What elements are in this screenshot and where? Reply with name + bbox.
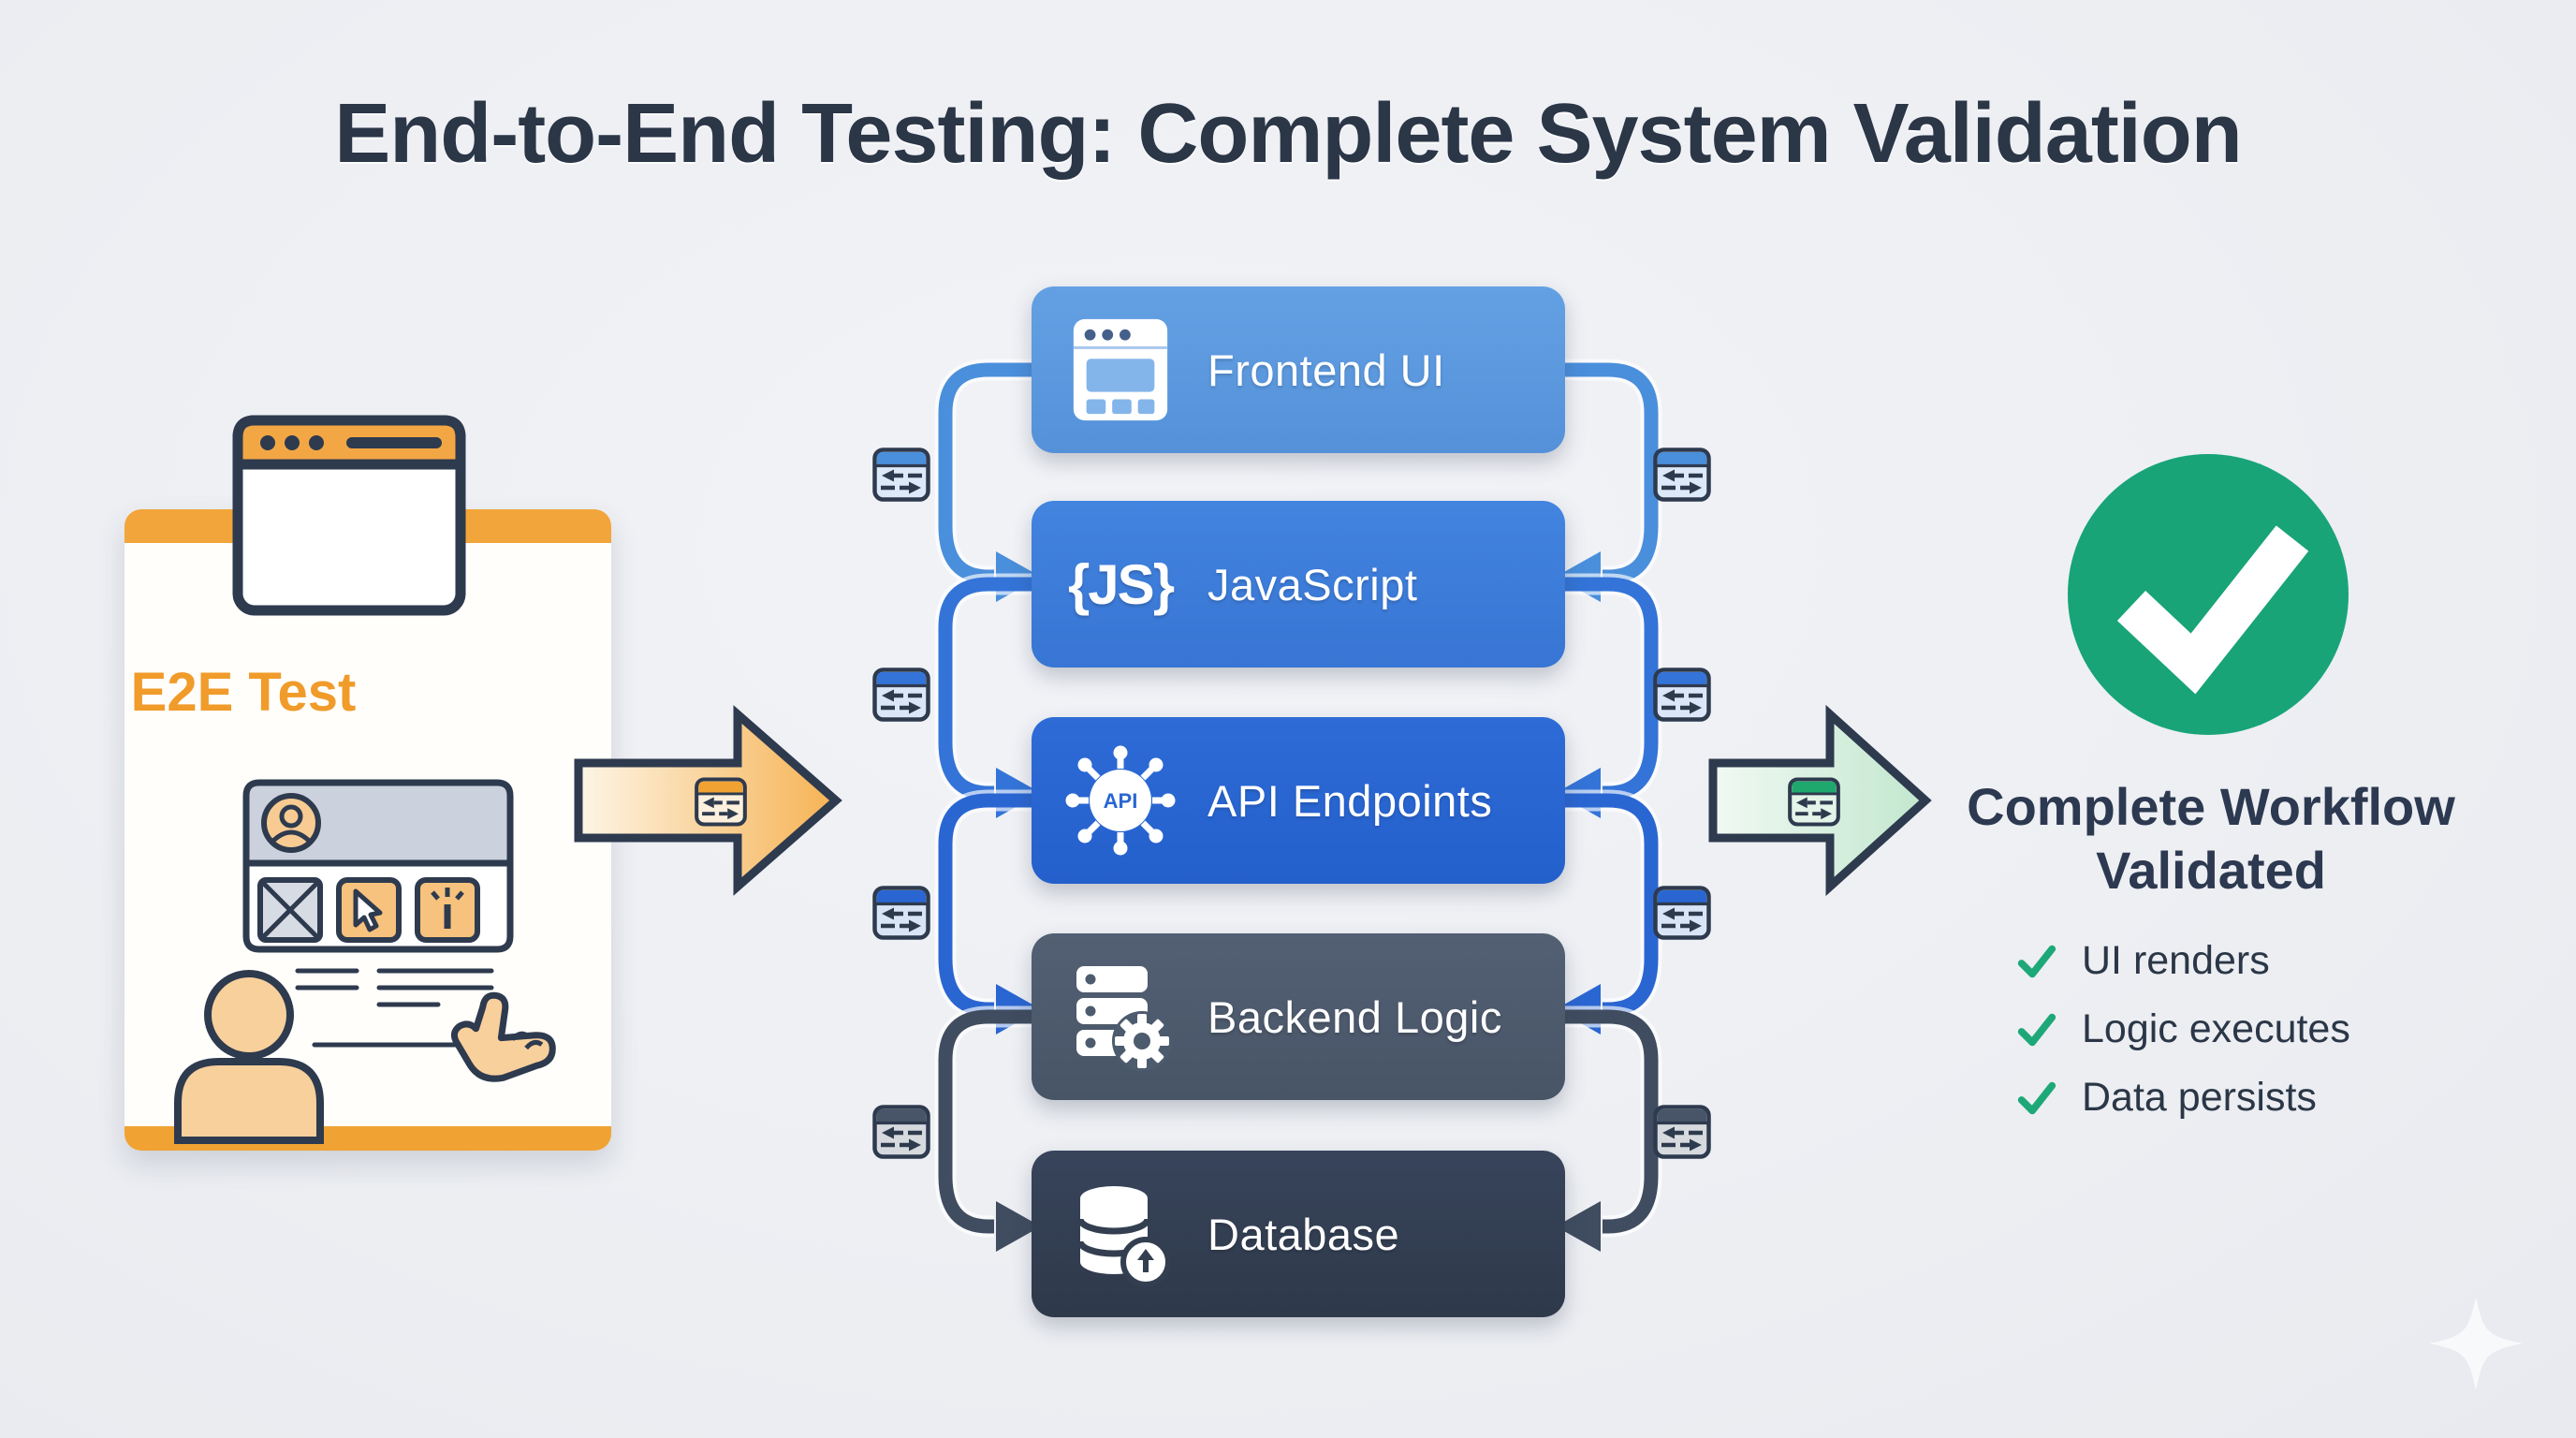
sparkle-icon bbox=[2429, 1297, 2523, 1390]
data-transfer-icon bbox=[1787, 776, 1841, 828]
image-placeholder-icon bbox=[257, 877, 323, 943]
stack-box-frontend-ui: Frontend UI bbox=[1032, 286, 1565, 453]
result-heading-line1: Complete Workflow bbox=[1967, 777, 2455, 836]
pointing-hand-icon bbox=[450, 991, 556, 1082]
data-transfer-icon bbox=[1652, 447, 1712, 503]
click-button-icon bbox=[415, 877, 480, 943]
data-transfer-icon bbox=[871, 447, 931, 503]
stack-box-backend-logic: Backend Logic bbox=[1032, 933, 1565, 1100]
data-transfer-icon bbox=[871, 1104, 931, 1160]
database-upload-icon bbox=[1063, 1176, 1178, 1292]
browser-window-icon bbox=[232, 415, 466, 616]
cursor-button-icon bbox=[336, 877, 402, 943]
stack-box-javascript: {JS} JavaScript bbox=[1032, 501, 1565, 668]
data-transfer-icon bbox=[871, 885, 931, 941]
checklist-label: Data persists bbox=[2082, 1075, 2317, 1120]
checkmark-icon bbox=[2017, 1081, 2056, 1114]
box-label: API Endpoints bbox=[1208, 775, 1493, 826]
box-label: Frontend UI bbox=[1208, 345, 1445, 395]
checklist-item: UI renders bbox=[2014, 927, 2350, 995]
server-gear-icon bbox=[1063, 959, 1178, 1075]
data-transfer-icon bbox=[1652, 885, 1712, 941]
box-label: Backend Logic bbox=[1208, 991, 1502, 1042]
person-icon bbox=[174, 970, 324, 1144]
checkmark-icon bbox=[2017, 1013, 2056, 1046]
page-title: End-to-End Testing: Complete System Vali… bbox=[334, 87, 2243, 181]
checkmark-icon bbox=[2017, 945, 2056, 977]
svg-text:API: API bbox=[1104, 789, 1138, 813]
result-heading-line2: Validated bbox=[2096, 841, 2326, 900]
box-label: JavaScript bbox=[1208, 559, 1418, 609]
data-transfer-icon bbox=[1652, 1104, 1712, 1160]
box-label: Database bbox=[1208, 1209, 1400, 1259]
checklist-item: Logic executes bbox=[2014, 995, 2350, 1064]
data-transfer-icon bbox=[1652, 667, 1712, 723]
checklist-item: Data persists bbox=[2014, 1064, 2350, 1132]
data-transfer-icon bbox=[694, 776, 748, 828]
api-hub-icon: API bbox=[1063, 742, 1178, 858]
check-circle-icon bbox=[2068, 454, 2349, 735]
stack-box-api-endpoints: API API Endpoints bbox=[1032, 717, 1565, 884]
e2e-test-label: E2E Test bbox=[130, 662, 357, 723]
browser-ui-icon bbox=[1063, 312, 1178, 428]
checklist-label: Logic executes bbox=[2082, 1006, 2350, 1051]
stack-box-database: Database bbox=[1032, 1151, 1565, 1317]
user-interaction-illustration bbox=[174, 779, 556, 1144]
js-braces-icon: {JS} bbox=[1067, 552, 1175, 616]
validation-checklist: UI renders Logic executes Data persists bbox=[2014, 927, 2350, 1132]
checklist-label: UI renders bbox=[2082, 938, 2270, 983]
data-transfer-icon bbox=[871, 667, 931, 723]
result-heading: Complete Workflow Validated bbox=[1928, 775, 2494, 902]
